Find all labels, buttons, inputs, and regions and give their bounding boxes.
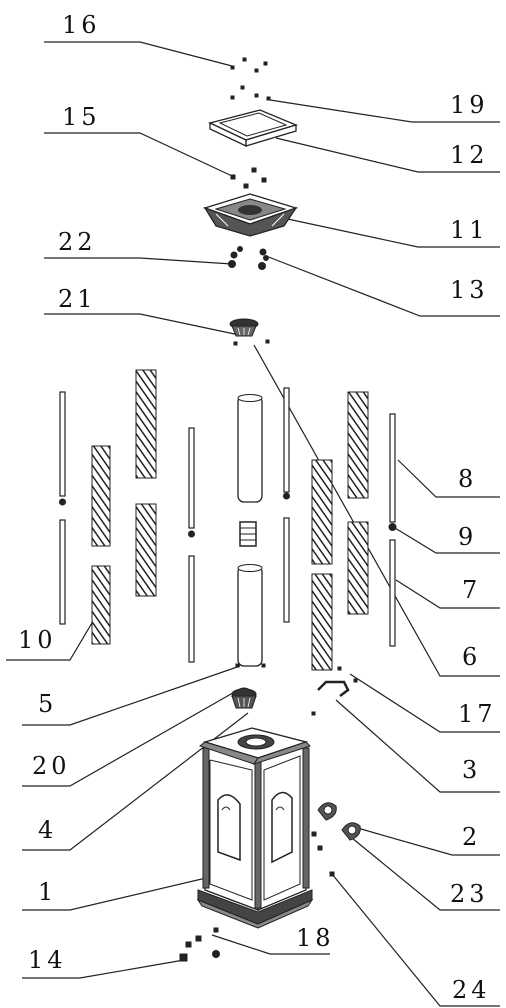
leader-21 [44, 313, 245, 337]
part-17-3-bracket [235, 663, 358, 716]
leader-19 [269, 99, 500, 123]
part-7-rod [389, 539, 396, 647]
leader-5 [22, 665, 241, 726]
label-11: 11 [450, 216, 489, 244]
leader-23 [351, 837, 500, 911]
leader-24 [331, 873, 500, 1007]
label-16: 16 [62, 11, 101, 39]
leader-8 [397, 459, 500, 498]
label-12: 12 [450, 141, 489, 169]
leader-14 [22, 959, 185, 979]
label-15: 15 [62, 103, 101, 131]
part-9-connector [388, 523, 397, 531]
leader-18 [211, 934, 330, 955]
leader-10 [6, 605, 103, 661]
leader-22 [44, 257, 233, 265]
leader-4 [22, 712, 249, 851]
label-7: 7 [462, 576, 481, 604]
leader-2 [353, 826, 500, 856]
label-10: 10 [18, 626, 57, 654]
label-2: 2 [462, 823, 481, 851]
label-21: 21 [58, 285, 97, 313]
part-10-louver-panels [91, 369, 369, 671]
posts [59, 387, 397, 663]
leader-lines [6, 41, 500, 1007]
label-17: 17 [458, 700, 497, 728]
label-22: 22 [58, 228, 97, 256]
label-23: 23 [450, 880, 489, 908]
part-5-glass-tubes [237, 394, 263, 667]
screws-22-13 [228, 246, 269, 270]
part-8-rod [389, 413, 396, 523]
part-12-cap-plate [208, 109, 298, 148]
label-20: 20 [32, 752, 71, 780]
label-24: 24 [452, 976, 491, 1004]
label-9: 9 [458, 523, 477, 551]
part-labels: 16 19 15 12 11 22 13 21 8 9 7 10 6 5 17 … [18, 11, 497, 1004]
screws-15 [230, 167, 267, 189]
leader-7 [395, 579, 500, 609]
part-11-top-cap [202, 193, 299, 237]
label-4: 4 [38, 816, 57, 844]
part-1-base-cabinet [196, 727, 314, 929]
leader-13 [265, 255, 500, 317]
screws-16-19 [230, 57, 271, 101]
label-3: 3 [462, 756, 481, 784]
label-13: 13 [450, 276, 489, 304]
label-14: 14 [28, 946, 67, 974]
leader-9 [394, 527, 500, 554]
leader-3 [335, 699, 500, 793]
part-2-23-knobs [311, 802, 361, 877]
leader-6 [253, 344, 500, 677]
label-19: 19 [450, 91, 489, 119]
part-14-18-feet [179, 927, 220, 962]
leader-1 [22, 877, 207, 911]
label-18: 18 [296, 924, 335, 952]
part-6-coupler [239, 521, 257, 547]
label-8: 8 [458, 465, 477, 493]
leader-11 [282, 217, 500, 248]
part-21-burner [229, 318, 270, 346]
leader-16 [44, 41, 233, 67]
label-6: 6 [462, 643, 481, 671]
leader-17 [349, 673, 500, 733]
label-1: 1 [38, 878, 57, 906]
label-5: 5 [38, 690, 57, 718]
leader-15 [44, 132, 233, 177]
leader-12 [275, 137, 500, 173]
leader-20 [22, 689, 239, 787]
part-4-burner-dome [230, 687, 258, 709]
